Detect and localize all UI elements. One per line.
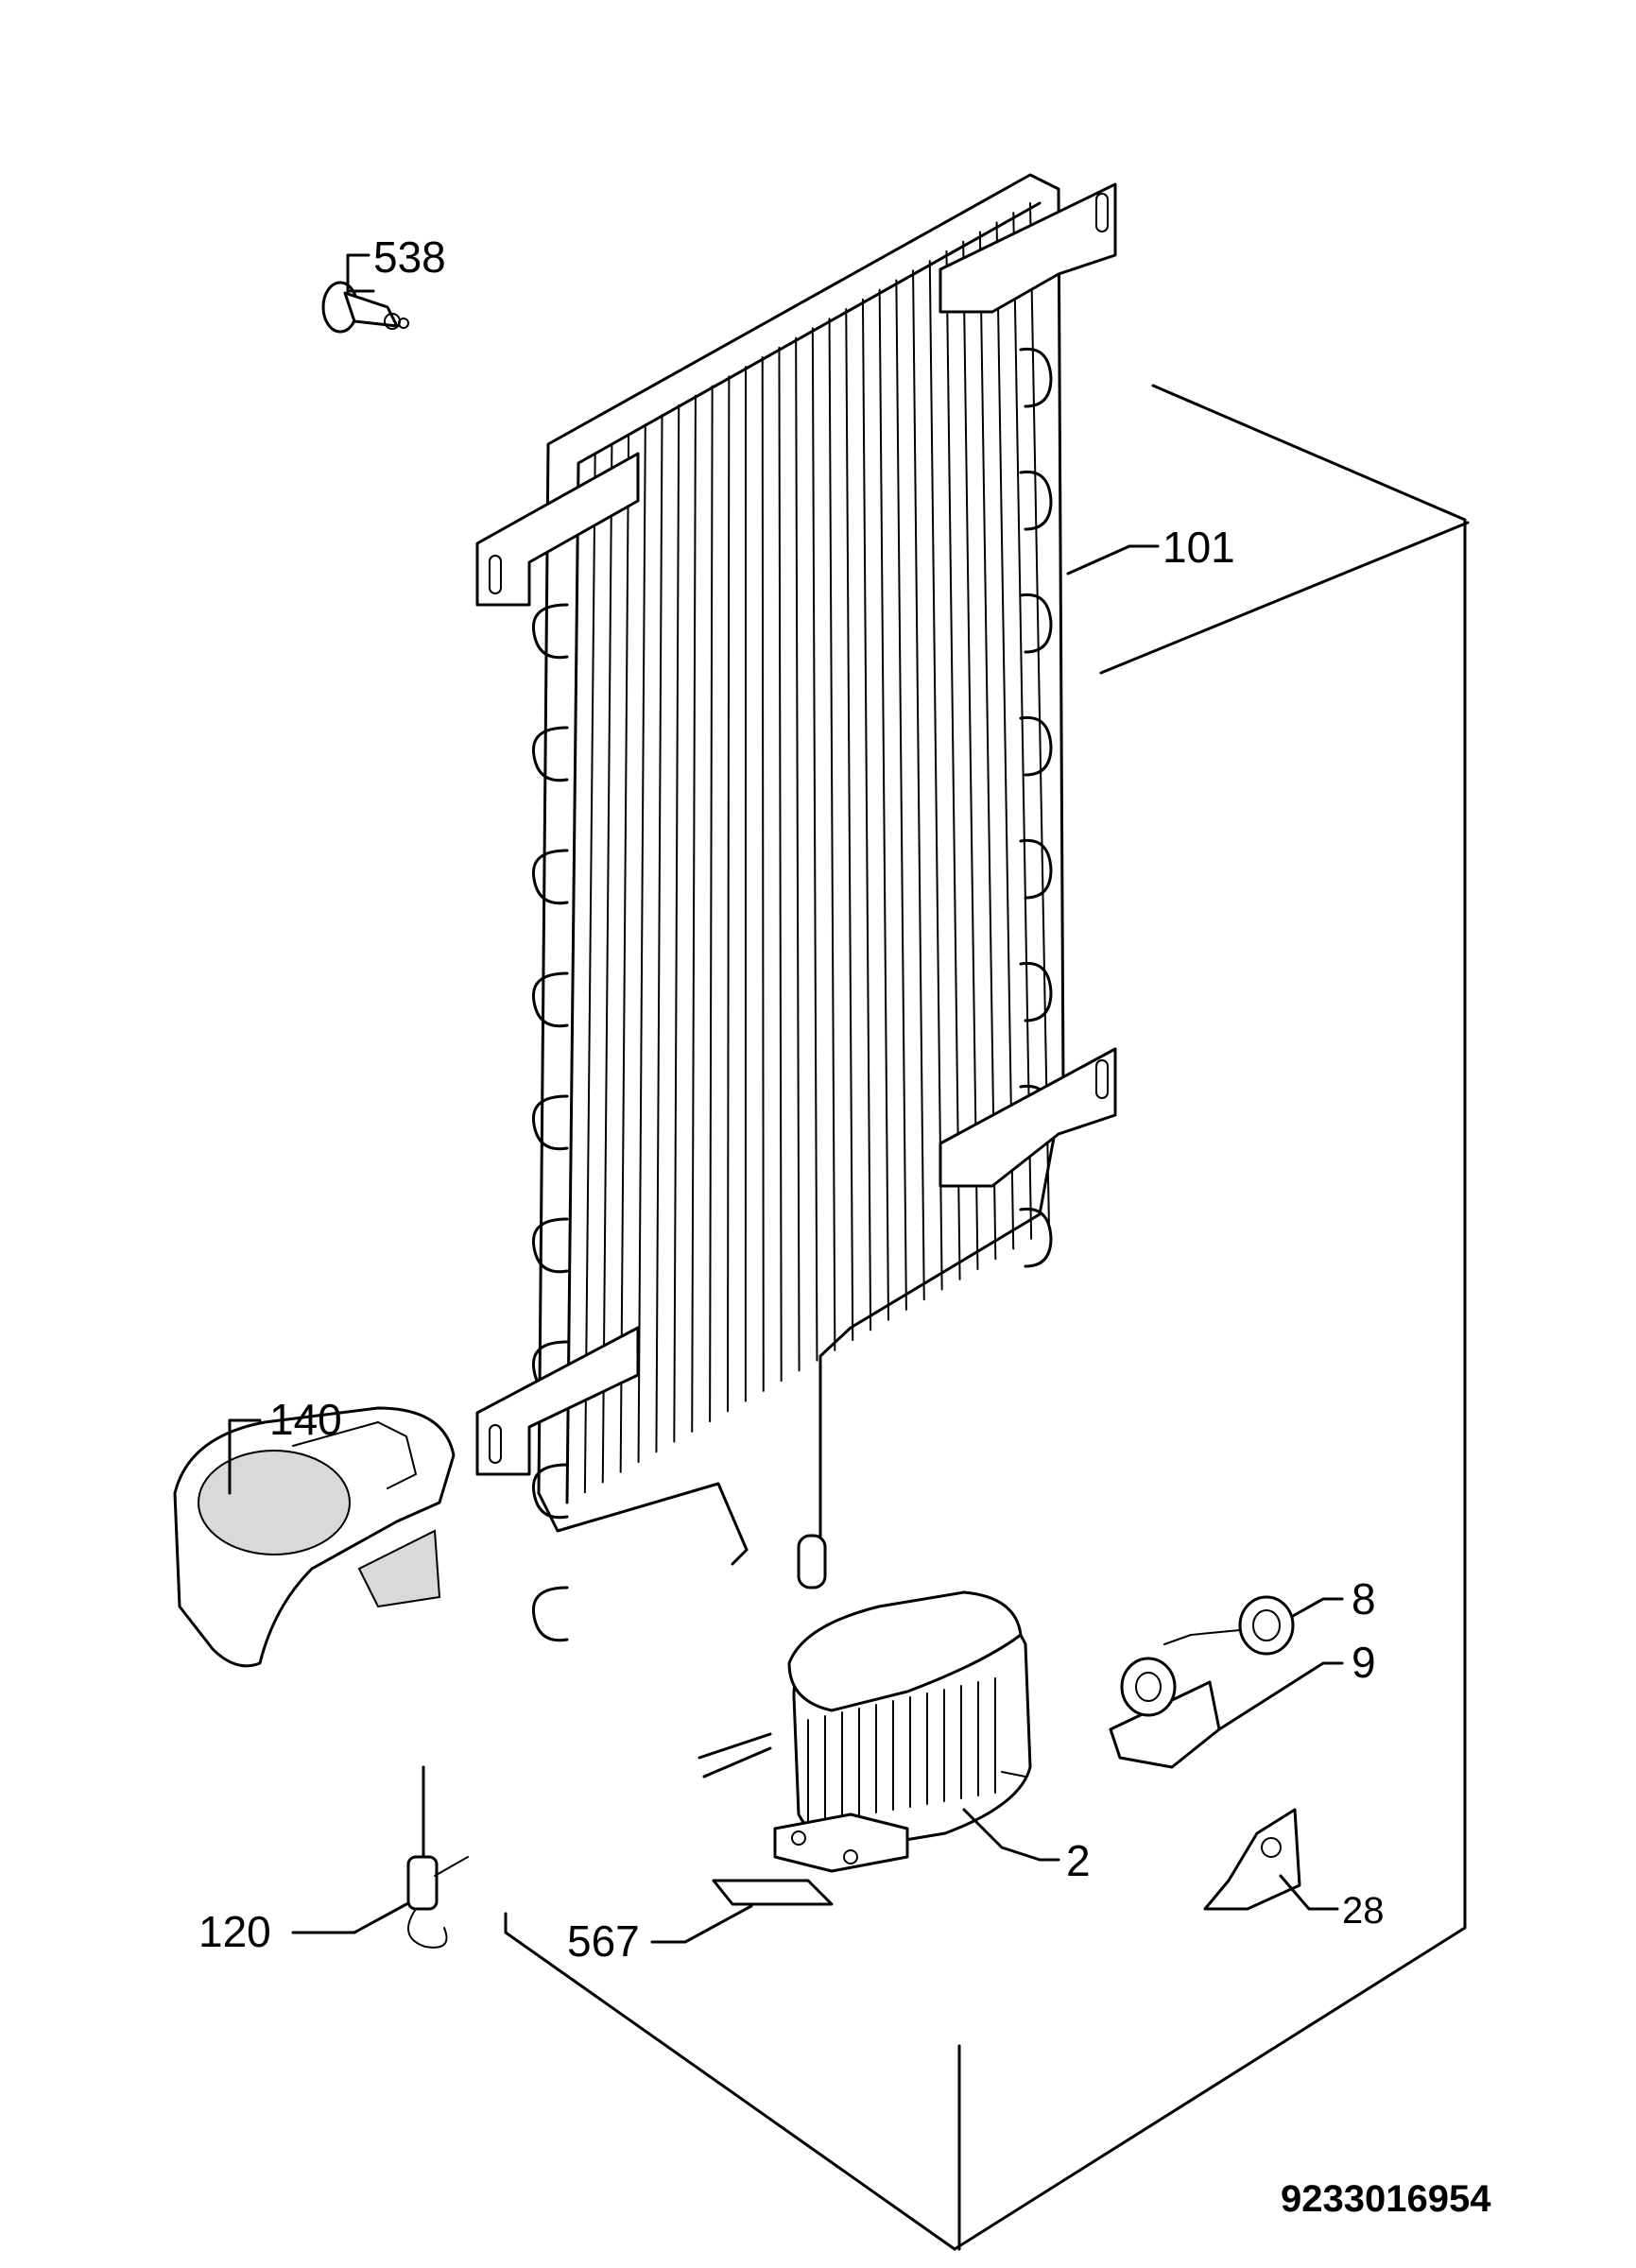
condenser-bracket-bottom-left — [475, 1326, 640, 1476]
condenser-loop-right — [1019, 961, 1053, 1022]
condenser-loop-right — [1019, 470, 1053, 531]
condenser-rod — [912, 269, 925, 1301]
condenser-rod — [845, 308, 854, 1342]
condenser-loop-left — [531, 1586, 569, 1642]
condenser-loop-left — [531, 1094, 569, 1151]
callout-8: 8 — [1352, 1574, 1376, 1624]
condenser-rod — [895, 279, 907, 1311]
mounting-plate-567 — [712, 1879, 834, 1906]
overload-protector-8 — [1163, 1595, 1295, 1656]
condenser-rod — [1012, 212, 1033, 1240]
condenser-loop-left — [531, 1217, 569, 1274]
callout-140: 140 — [269, 1395, 342, 1444]
condenser-rod — [795, 336, 801, 1372]
condenser-rod — [995, 221, 1015, 1250]
callout-538: 538 — [373, 232, 446, 282]
condenser-loop-right — [1019, 1207, 1053, 1268]
condenser-rod — [637, 423, 646, 1464]
condenser-rod — [761, 355, 765, 1392]
condenser-rod — [828, 318, 836, 1351]
condenser-rod — [1029, 202, 1050, 1229]
compressor-2 — [697, 1590, 1032, 1873]
condenser-rod — [778, 346, 783, 1383]
condenser-rod — [928, 260, 943, 1291]
condenser-loop-right — [1019, 838, 1053, 900]
cabinet-outline — [504, 384, 1470, 2251]
condenser-loop-right — [1019, 347, 1053, 408]
condenser-rod — [945, 249, 961, 1280]
condenser-rod — [673, 404, 680, 1443]
condenser-bracket-top-left — [475, 452, 640, 607]
condenser-loop-left — [531, 1463, 569, 1520]
drier-filter-120 — [406, 1765, 469, 1949]
callout-28: 28 — [1342, 1890, 1385, 1932]
condenser-rod — [709, 385, 714, 1423]
condenser-rod — [811, 327, 818, 1362]
condenser-rod — [691, 394, 697, 1433]
condenser-rod — [583, 452, 596, 1494]
condenser-loop-left — [531, 603, 569, 660]
condenser-101 — [475, 173, 1117, 1642]
condenser-loop-left — [531, 726, 569, 782]
condenser-rod — [962, 240, 979, 1270]
callout-120: 120 — [198, 1907, 271, 1956]
condenser-rod — [566, 462, 579, 1503]
condenser-loop-right — [1019, 593, 1053, 654]
bracket-28 — [1203, 1808, 1301, 1911]
condenser-loop-left — [531, 849, 569, 905]
document-number: 9233016954 — [1281, 2178, 1491, 2220]
condenser-loop-left — [531, 971, 569, 1028]
condenser-loop-right — [1019, 715, 1053, 777]
condenser-rod — [601, 442, 613, 1484]
callout-567: 567 — [567, 1916, 640, 1966]
callout-2: 2 — [1066, 1836, 1091, 1885]
condenser-rod — [655, 414, 663, 1453]
condenser-bracket-top-right — [939, 182, 1117, 314]
condenser-rod — [727, 375, 731, 1413]
start-relay-9 — [1109, 1657, 1221, 1769]
leader-lines — [228, 253, 1344, 1944]
condenser-rod — [861, 298, 872, 1332]
condenser-rod — [978, 231, 997, 1261]
callout-101: 101 — [1162, 523, 1235, 572]
clip-538 — [321, 281, 409, 334]
condenser-rod — [878, 288, 889, 1321]
drip-tray-140 — [173, 1406, 456, 1668]
condenser-rod — [619, 433, 630, 1473]
condenser-bracket-bottom-right — [939, 1047, 1117, 1188]
callout-9: 9 — [1352, 1638, 1376, 1687]
